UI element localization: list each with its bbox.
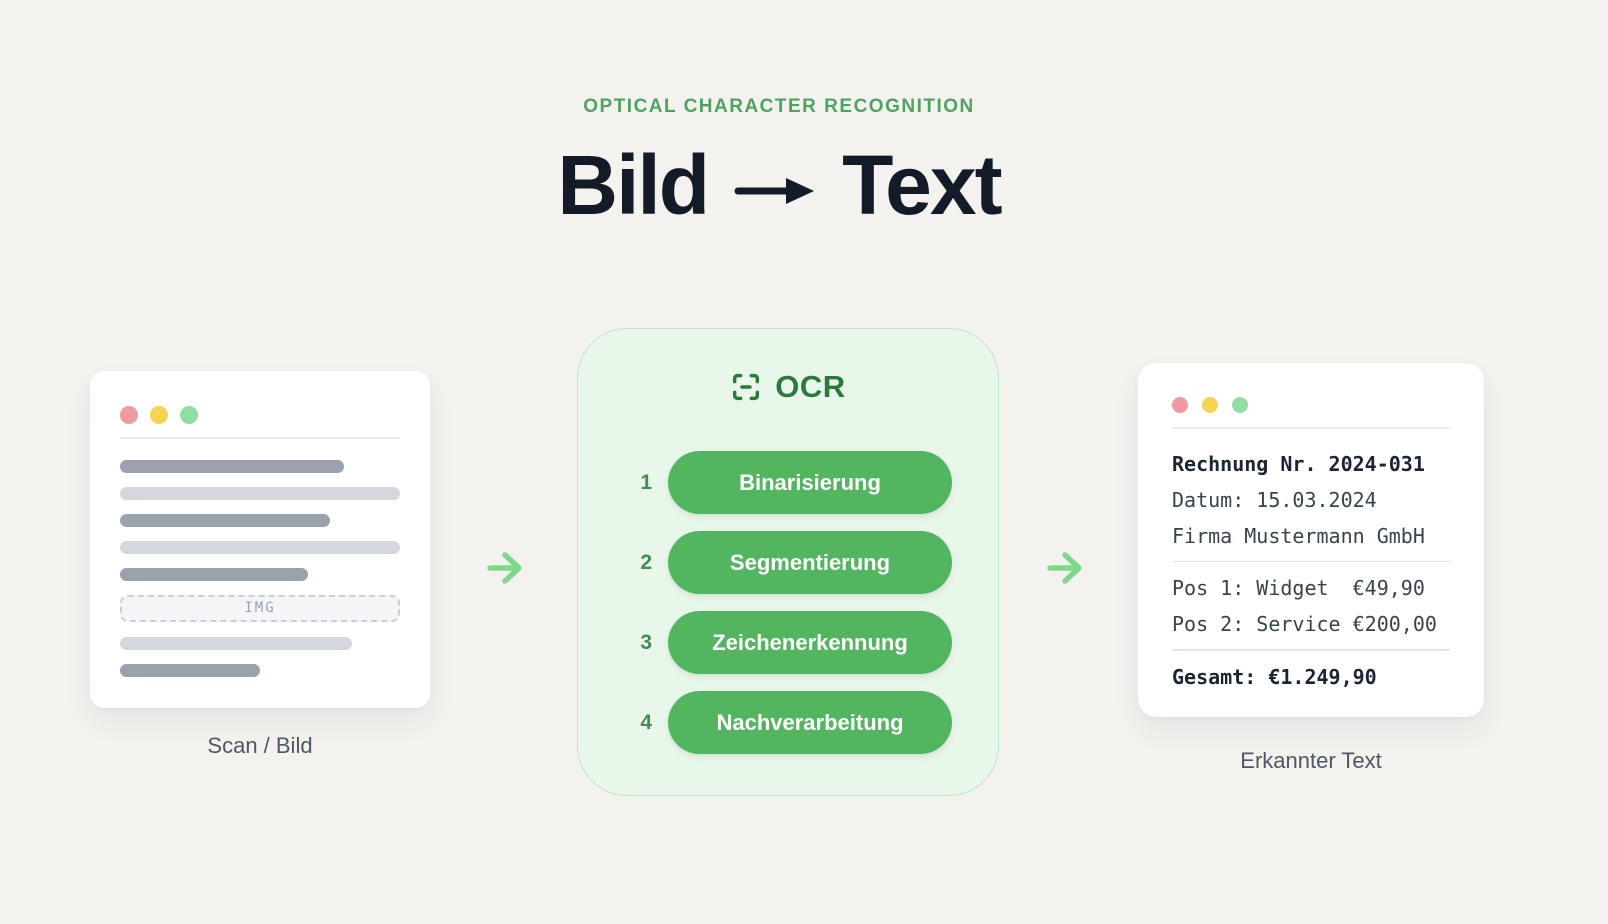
output-text-card: Rechnung Nr. 2024-031 Datum: 15.03.2024 … (1138, 363, 1484, 717)
eyebrow-label: OPTICAL CHARACTER RECOGNITION (583, 96, 975, 117)
input-card-label: Scan / Bild (207, 733, 313, 758)
ocr-step-row: 4 Nachverarbeitung (626, 691, 998, 754)
invoice-position-1-line: Pos 1: Widget €49,90 (1172, 576, 1425, 600)
ocr-step-row: 3 Zeichenerkennung (626, 611, 998, 674)
title-arrow-icon (734, 178, 815, 204)
ocr-step-row: 2 Segmentierung (626, 531, 998, 594)
window-dot-yellow (1202, 397, 1218, 413)
ocr-panel-title: OCR (775, 369, 846, 404)
invoice-date-line: Datum: 15.03.2024 (1172, 487, 1377, 512)
step-number: 4 (640, 710, 652, 734)
image-placeholder-box: IMG (120, 594, 400, 622)
text-line-bar (120, 567, 308, 581)
ocr-step-row: 1 Binarisierung (626, 451, 998, 514)
placeholder-text-bars: IMG (120, 459, 400, 677)
step-number: 1 (640, 470, 652, 494)
window-dot-red (1172, 397, 1188, 413)
window-dot-green (180, 406, 198, 424)
header: OPTICAL CHARACTER RECOGNITION Bild Text (0, 0, 1558, 230)
window-dot-red (120, 406, 138, 424)
card-divider (120, 437, 400, 439)
text-line-bar (120, 540, 400, 554)
step-pill-binarisierung: Binarisierung (668, 451, 952, 514)
output-card-label: Erkannter Text (1240, 748, 1382, 773)
invoice-divider (1172, 649, 1450, 651)
text-line-bar (120, 459, 344, 473)
step-pill-nachverarbeitung: Nachverarbeitung (668, 691, 952, 754)
scan-icon (733, 373, 760, 401)
title-word-text: Text (842, 138, 1002, 232)
text-line-bar (120, 636, 353, 650)
ocr-engine-panel: OCR 1 Binarisierung 2 Segmentierung 3 Ze… (577, 328, 999, 796)
window-dots (1172, 397, 1450, 413)
window-dot-green (1232, 397, 1248, 413)
step-number: 3 (640, 630, 652, 654)
window-dots (120, 406, 400, 424)
invoice-company-line: Firma Mustermann GmbH (1172, 523, 1425, 548)
flow-arrow-right-icon (1047, 552, 1082, 584)
invoice-total-line: Gesamt: €1.249,90 (1172, 664, 1377, 689)
invoice-divider (1172, 560, 1450, 562)
text-line-bar (120, 486, 400, 500)
step-number: 2 (640, 550, 652, 574)
text-line-bar (120, 513, 330, 527)
step-pill-segmentierung: Segmentierung (668, 531, 952, 594)
card-divider (1172, 427, 1450, 429)
recognized-invoice-text: Rechnung Nr. 2024-031 Datum: 15.03.2024 … (1172, 446, 1450, 695)
flow-arrow-right-icon (487, 552, 522, 584)
step-pill-zeichenerkennung: Zeichenerkennung (668, 611, 952, 674)
ocr-steps: 1 Binarisierung 2 Segmentierung 3 Zeiche… (578, 451, 998, 754)
text-line-bar (120, 663, 260, 677)
page-title: Bild Text (0, 140, 1558, 230)
invoice-position-2-line: Pos 2: Service €200,00 (1172, 612, 1437, 636)
window-dot-yellow (150, 406, 168, 424)
input-scan-card: IMG (90, 371, 430, 708)
title-word-bild: Bild (557, 138, 710, 232)
ocr-header: OCR (578, 369, 998, 405)
invoice-number-line: Rechnung Nr. 2024-031 (1172, 451, 1425, 476)
